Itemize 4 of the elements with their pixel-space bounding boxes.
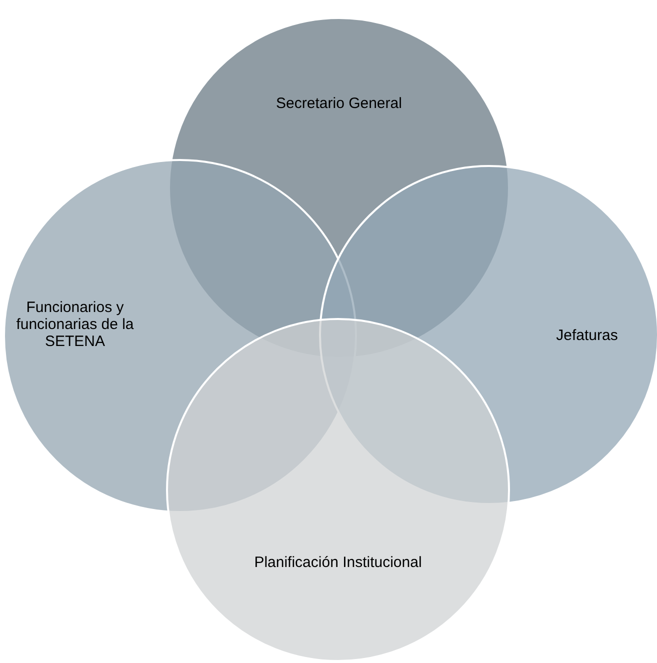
circle-label: Funcionarios y funcionarias de la SETENA [15, 298, 135, 350]
circle-label: Planificación Institucional [253, 554, 423, 570]
circle-label: Secretario General [275, 94, 403, 112]
circle-label: Jefaturas [555, 326, 619, 344]
